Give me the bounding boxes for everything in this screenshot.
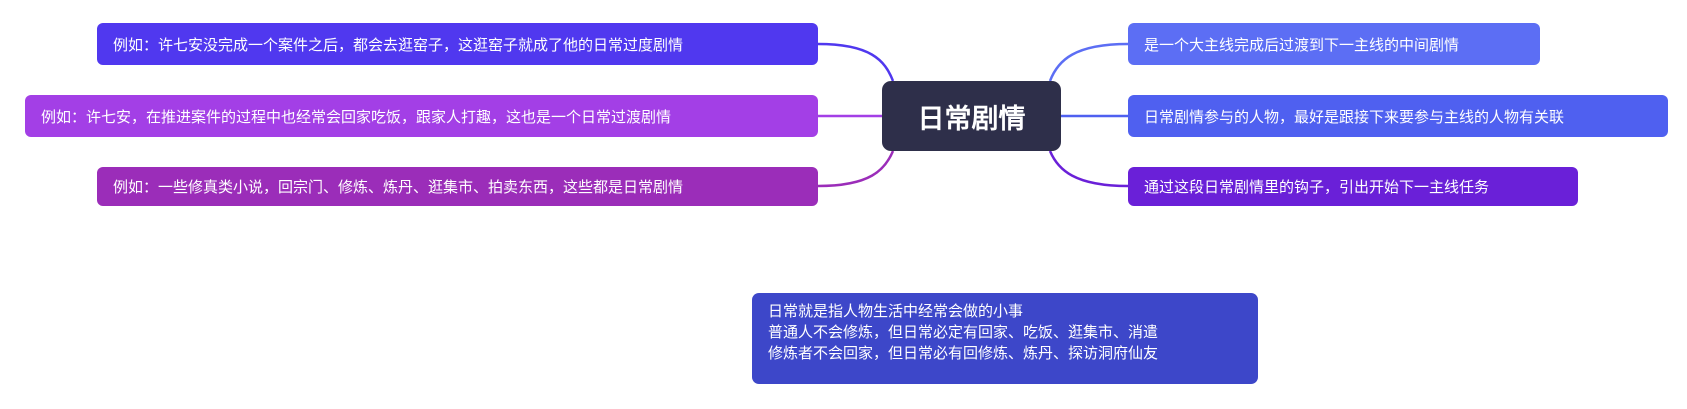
topic-right-3[interactable]: 通过这段日常剧情里的钩子，引出开始下一主线任务 (1128, 167, 1578, 206)
note-line: 普通人不会修炼，但日常必定有回家、吃饭、逛集市、消遣 (768, 323, 1159, 341)
connector-left-1 (817, 42, 895, 82)
connector-right-3 (1048, 150, 1129, 188)
topic-left-3[interactable]: 例如：一些修真类小说，回宗门、修炼、炼丹、逛集市、拍卖东西，这些都是日常剧情 (97, 167, 818, 206)
floating-note[interactable]: 日常就是指人物生活中经常会做的小事 普通人不会修炼，但日常必定有回家、吃饭、逛集… (752, 293, 1258, 384)
topic-right-2[interactable]: 日常剧情参与的人物，最好是跟接下来要参与主线的人物有关联 (1128, 95, 1668, 137)
topic-right-1[interactable]: 是一个大主线完成后过渡到下一主线的中间剧情 (1128, 23, 1540, 65)
topic-left-1[interactable]: 例如：许七安没完成一个案件之后，都会去逛窑子，这逛窑子就成了他的日常过度剧情 (97, 23, 818, 65)
central-topic[interactable]: 日常剧情 (882, 81, 1061, 151)
topic-left-2[interactable]: 例如：许七安，在推进案件的过程中也经常会回家吃饭，跟家人打趣，这也是一个日常过渡… (25, 95, 818, 137)
note-line: 修炼者不会回家，但日常必有回修炼、炼丹、探访洞府仙友 (768, 344, 1159, 362)
note-line: 日常就是指人物生活中经常会做的小事 (768, 302, 1024, 320)
connector-left-3 (817, 150, 895, 188)
connector-right-1 (1048, 42, 1129, 82)
